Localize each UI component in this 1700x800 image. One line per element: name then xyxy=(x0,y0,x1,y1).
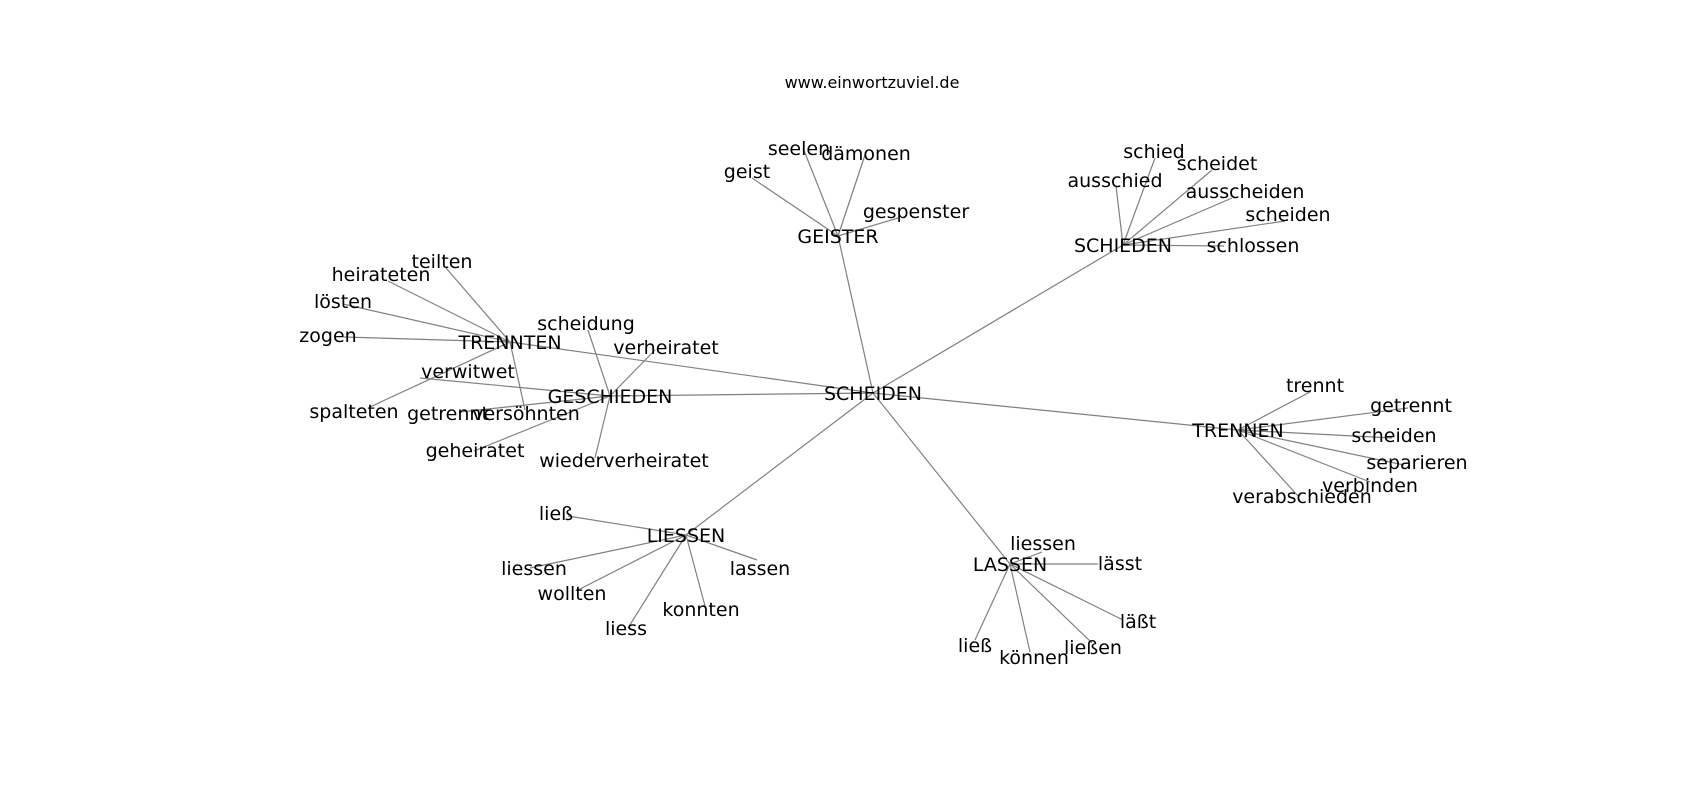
leaf-node-lassen: läßt xyxy=(1120,611,1156,633)
leaf-node-trennten: teilten xyxy=(412,251,473,273)
edge-trennten-leaf xyxy=(369,341,511,408)
edge-trennten-leaf xyxy=(343,336,511,343)
edge-lassen-leaf xyxy=(974,563,1011,641)
edge-trennen-leaf xyxy=(1237,429,1299,497)
leaf-node-trennten: versöhnten xyxy=(472,403,580,425)
edge-liessen-leaf xyxy=(685,534,706,607)
center-node-label: SCHEIDEN xyxy=(824,383,922,405)
hub-node-trennten: TRENNTEN xyxy=(457,332,561,354)
edge-trennten-leaf xyxy=(387,280,511,343)
edge-trennen-leaf xyxy=(1237,391,1311,431)
edge-center-geister xyxy=(837,235,874,394)
edge-trennen-leaf xyxy=(1237,429,1393,439)
leaf-node-geister: geist xyxy=(724,161,770,183)
leaf-node-lassen: lässt xyxy=(1098,553,1142,575)
edge-trennten-leaf xyxy=(445,267,511,343)
site-url: www.einwortzuviel.de xyxy=(785,73,960,92)
hub-node-geschieden: GESCHIEDEN xyxy=(548,386,673,408)
edge-liessen-leaf xyxy=(567,515,687,536)
edge-center-trennten xyxy=(509,341,874,394)
leaf-node-trennten: spalteten xyxy=(309,401,398,423)
leaf-node-trennen: trennt xyxy=(1286,375,1344,397)
leaf-node-schieden: ausschied xyxy=(1068,170,1163,192)
edge-center-trennen xyxy=(872,392,1239,431)
edge-geschieden-leaf xyxy=(587,329,611,397)
edge-trennten-leaf xyxy=(509,341,526,411)
leaf-node-geschieden: verheiratet xyxy=(613,337,718,359)
leaf-node-trennen: verabschieden xyxy=(1232,486,1372,508)
hub-node-lassen: LASSEN xyxy=(973,554,1047,576)
edge-lassen-leaf xyxy=(1009,563,1093,644)
edge-geschieden-leaf xyxy=(473,395,611,452)
edge-lassen-leaf xyxy=(1009,551,1043,565)
edge-trennten-leaf xyxy=(342,303,511,343)
leaf-node-liessen: liessen xyxy=(501,558,567,580)
leaf-node-geister: seelen xyxy=(768,138,830,160)
edge-center-schieden xyxy=(872,244,1124,394)
edge-schieden-leaf xyxy=(1122,169,1213,246)
leaf-node-trennten: heirateten xyxy=(332,264,431,286)
edge-trennen-leaf xyxy=(1237,407,1409,431)
edge-center-geschieden xyxy=(609,392,874,397)
graph-edges xyxy=(342,147,1409,653)
leaf-node-liessen: lassen xyxy=(730,558,790,580)
edge-geister-leaf xyxy=(837,154,866,237)
leaf-node-liessen: liess xyxy=(605,618,647,640)
edge-schieden-leaf xyxy=(1115,185,1124,246)
leaf-node-liessen: konnten xyxy=(662,599,739,621)
leaf-node-trennen: getrennt xyxy=(1370,395,1452,417)
edge-lassen-leaf xyxy=(1009,563,1031,653)
edge-geister-leaf xyxy=(751,177,839,237)
leaf-node-geschieden: getrennt xyxy=(407,403,489,425)
hub-node-trennen: TRENNEN xyxy=(1191,420,1283,442)
hub-node-liessen: LIESSEN xyxy=(647,525,726,547)
leaf-node-geschieden: wiederverheiratet xyxy=(539,450,709,472)
edge-geschieden-leaf xyxy=(459,395,611,413)
leaf-node-geister: gespenster xyxy=(863,201,969,223)
leaf-node-lassen: liessen xyxy=(1010,533,1076,555)
edge-geschieden-leaf xyxy=(419,377,611,397)
leaf-node-geister: dämonen xyxy=(821,143,911,165)
leaf-node-geschieden: geheiratet xyxy=(426,440,525,462)
edge-liessen-leaf xyxy=(685,534,758,561)
edge-geschieden-leaf xyxy=(609,349,656,397)
edge-center-lassen xyxy=(872,392,1011,565)
leaf-node-schieden: scheidet xyxy=(1177,153,1258,175)
edge-trennen-leaf xyxy=(1237,429,1371,483)
edge-geister-leaf xyxy=(837,217,899,237)
edge-geschieden-leaf xyxy=(594,395,611,459)
leaf-node-schieden: scheiden xyxy=(1245,204,1330,226)
edge-schieden-leaf xyxy=(1122,220,1286,246)
leaf-node-schieden: schlossen xyxy=(1207,235,1300,257)
edge-trennen-leaf xyxy=(1237,429,1405,466)
edge-schieden-leaf xyxy=(1122,244,1225,247)
leaf-node-schieden: ausscheiden xyxy=(1186,181,1305,203)
edge-schieden-leaf xyxy=(1122,197,1233,246)
edge-center-liessen xyxy=(685,392,874,536)
leaf-node-trennen: separieren xyxy=(1366,452,1467,474)
leaf-node-schieden: schied xyxy=(1123,141,1184,163)
leaf-node-trennen: verbinden xyxy=(1322,475,1418,497)
leaf-node-geschieden: scheidung xyxy=(537,313,635,335)
edge-liessen-leaf xyxy=(577,534,687,591)
hub-node-schieden: SCHIEDEN xyxy=(1074,235,1172,257)
edge-liessen-leaf xyxy=(627,534,687,629)
leaf-node-lassen: ließen xyxy=(1064,637,1122,659)
leaf-node-trennten: lösten xyxy=(314,291,372,313)
leaf-node-liessen: wollten xyxy=(538,583,607,605)
leaf-node-geschieden: verwitwet xyxy=(421,361,515,383)
leaf-node-lassen: ließ xyxy=(958,635,992,657)
hub-node-geister: GEISTER xyxy=(797,226,878,248)
leaf-node-lassen: können xyxy=(999,647,1069,669)
edge-lassen-leaf xyxy=(1009,563,1124,621)
edge-liessen-leaf xyxy=(529,534,687,569)
leaf-node-trennten: zogen xyxy=(299,325,356,347)
leaf-node-liessen: ließ xyxy=(539,503,573,525)
edge-schieden-leaf xyxy=(1122,157,1156,246)
leaf-node-trennen: scheiden xyxy=(1351,425,1436,447)
edge-geister-leaf xyxy=(802,147,839,237)
